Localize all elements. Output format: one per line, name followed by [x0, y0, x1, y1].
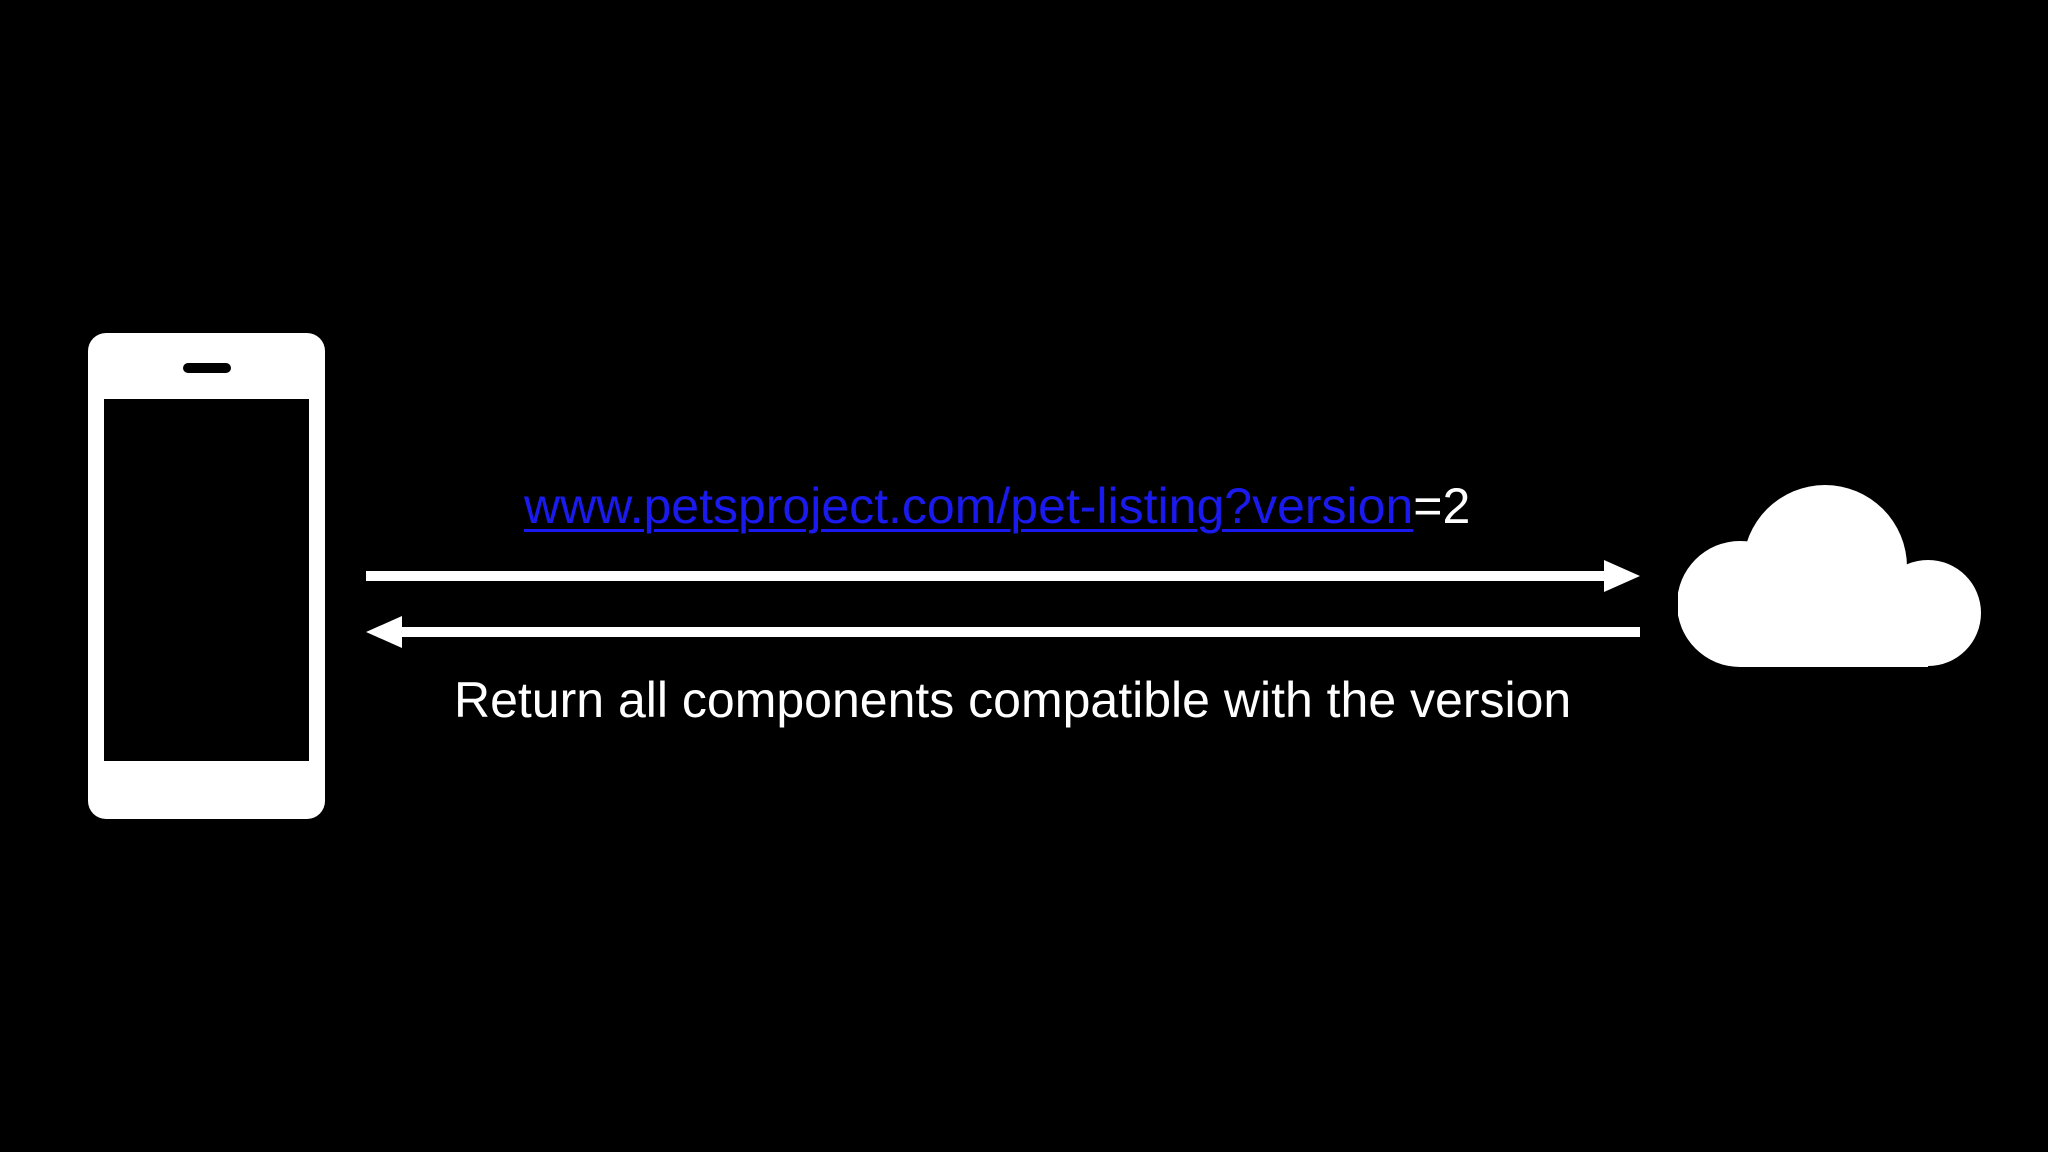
request-url-suffix: =2: [1413, 478, 1471, 534]
smartphone-icon: [88, 333, 325, 819]
request-arrow: [366, 560, 1640, 592]
request-label: www.petsproject.com/pet-listing?version=…: [524, 474, 1470, 538]
cloud-icon: [1678, 485, 1981, 667]
response-label: Return all components compatible with th…: [454, 672, 1572, 728]
request-url-link[interactable]: www.petsproject.com/pet-listing?version: [524, 478, 1414, 534]
phone-screen: [104, 399, 309, 761]
response-arrow: [366, 616, 1640, 648]
phone-speaker: [183, 363, 231, 373]
